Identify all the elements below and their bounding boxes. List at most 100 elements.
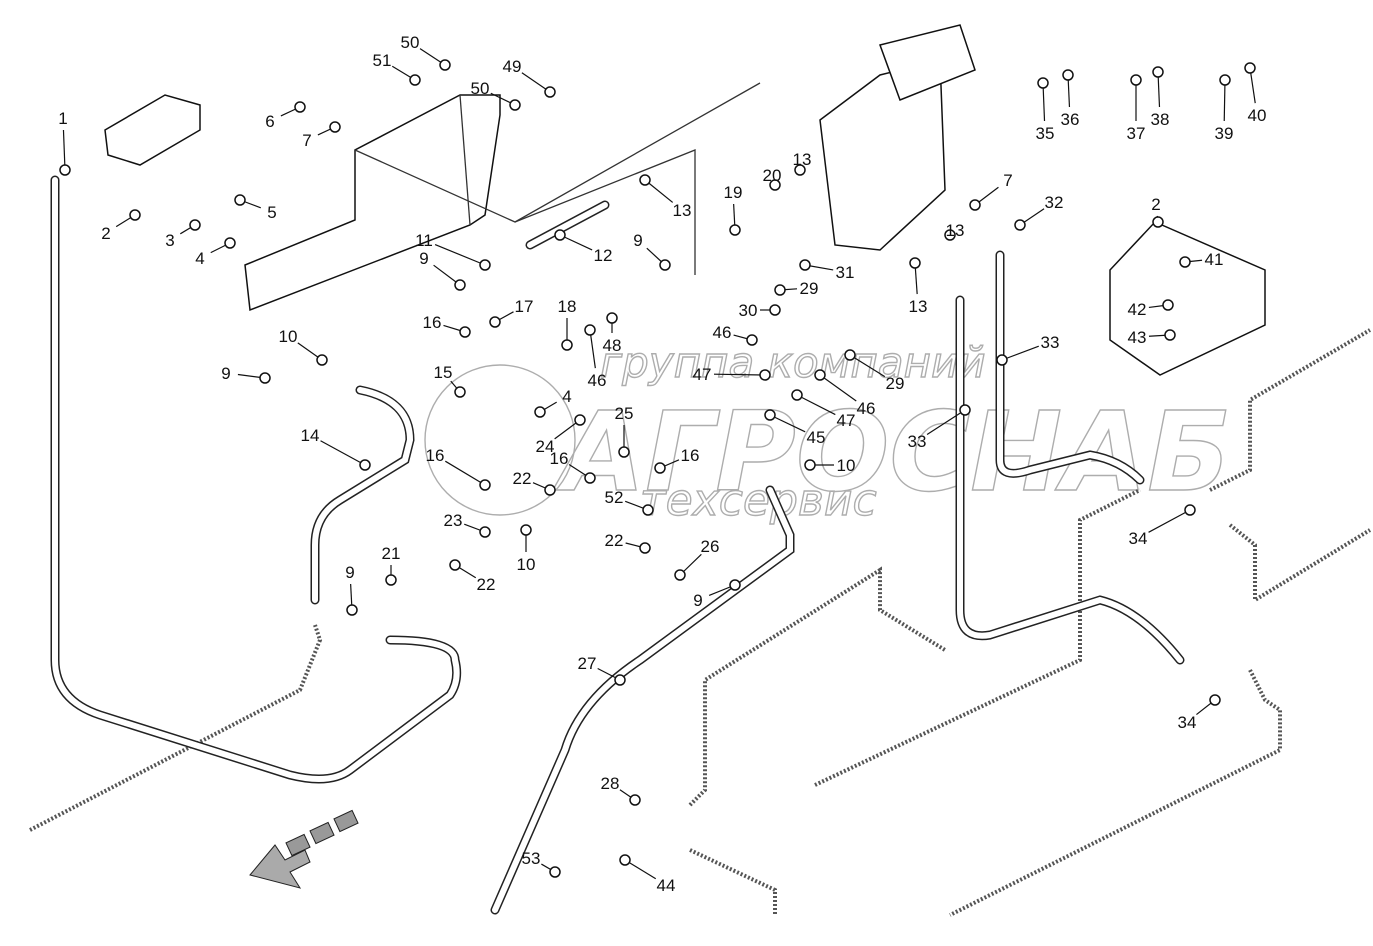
- leader-line: [926, 409, 966, 435]
- callout: 19: [724, 183, 743, 236]
- fitting-part: [844, 349, 856, 361]
- callout: 4: [534, 387, 572, 418]
- fitting-part: [1130, 74, 1142, 86]
- callout: 23: [444, 511, 491, 538]
- callout: 40: [1244, 62, 1267, 125]
- callout-number: 49: [503, 57, 522, 76]
- callout: 13: [639, 174, 692, 220]
- callout: 30: [739, 301, 781, 320]
- callout-number: 3: [165, 231, 174, 250]
- callout-number: 34: [1178, 713, 1197, 732]
- valve-block: [354, 24, 976, 275]
- callout: 42: [1128, 299, 1174, 319]
- callout: 13: [944, 221, 964, 241]
- callout-number: 14: [301, 426, 320, 445]
- callout: 16: [423, 313, 471, 338]
- callout-number: 23: [444, 511, 463, 530]
- callout-number: 10: [517, 555, 536, 574]
- callout: 47: [791, 389, 855, 430]
- callout: 51: [373, 51, 421, 86]
- callout: 22: [513, 469, 556, 496]
- fitting-part: [346, 604, 358, 616]
- leader-line: [1148, 509, 1191, 533]
- fitting-part: [1062, 69, 1074, 81]
- callout-number: 19: [724, 183, 743, 202]
- fitting-part: [799, 259, 811, 271]
- fitting-part: [618, 446, 630, 458]
- fitting-part: [439, 59, 451, 71]
- fitting-part: [359, 459, 371, 471]
- callout: 32: [1014, 193, 1063, 231]
- fitting-part: [554, 229, 566, 241]
- callout-number: 22: [605, 531, 624, 550]
- callout-number: 13: [673, 201, 692, 220]
- callout-number: 29: [800, 279, 819, 298]
- callout: 29: [774, 279, 819, 298]
- fitting-part: [746, 334, 758, 346]
- fitting-part: [642, 504, 654, 516]
- callout-number: 36: [1061, 110, 1080, 129]
- fitting-part: [619, 854, 631, 866]
- callout-number: 16: [550, 449, 569, 468]
- callout-number: 10: [279, 327, 298, 346]
- callout: 9: [419, 249, 466, 291]
- callout-number: 1: [58, 109, 67, 128]
- fitting-part: [454, 386, 466, 398]
- callout: 46: [814, 369, 875, 418]
- callout: 15: [434, 363, 466, 398]
- leader-line: [62, 129, 66, 171]
- callout-number: 35: [1036, 124, 1055, 143]
- callout-number: 37: [1127, 124, 1146, 143]
- fitting-part: [544, 484, 556, 496]
- fitting-part: [1244, 62, 1256, 74]
- callout-number: 4: [562, 387, 571, 406]
- callout-number: 46: [713, 323, 732, 342]
- callout-number: 7: [1003, 171, 1012, 190]
- leader-line: [624, 859, 657, 880]
- callout-number: 41: [1205, 250, 1224, 269]
- fitting-part: [479, 259, 491, 271]
- callout-number: 7: [302, 131, 311, 150]
- fitting-part: [996, 354, 1008, 366]
- front-direction-arrow-icon: [249, 809, 359, 889]
- callout-number: 40: [1248, 106, 1267, 125]
- watermark-line3: техсервис: [640, 475, 877, 526]
- callout: 7: [969, 171, 1013, 211]
- fitting-part: [479, 526, 491, 538]
- callout-number: 53: [522, 849, 541, 868]
- leader-line: [796, 394, 836, 416]
- fitting-part: [316, 354, 328, 366]
- callout-number: 52: [605, 488, 624, 507]
- callout: 28: [601, 774, 641, 806]
- callout: 13: [793, 150, 812, 176]
- callout-number: 9: [633, 231, 642, 250]
- callout-number: 33: [1041, 333, 1060, 352]
- callout-number: 50: [471, 79, 490, 98]
- callout: 16: [654, 446, 700, 474]
- callout: 5: [234, 194, 277, 222]
- watermark-line1: группа компаний: [600, 338, 986, 387]
- callout-number: 45: [807, 428, 826, 447]
- callout-number: 2: [1151, 195, 1160, 214]
- callout-number: 30: [739, 301, 758, 320]
- callout: 14: [301, 426, 371, 471]
- callout-number: 16: [423, 313, 442, 332]
- leader-line: [559, 234, 593, 251]
- fitting-part: [1179, 256, 1191, 268]
- callout: 7: [302, 121, 341, 150]
- callout: 18: [558, 297, 577, 351]
- callout: 17: [489, 297, 533, 328]
- fitting-part: [639, 542, 651, 554]
- callout: 43: [1128, 328, 1176, 347]
- callout: 47: [693, 365, 771, 384]
- callout-number: 20: [763, 166, 782, 185]
- callout: 9: [693, 579, 741, 610]
- callout-number: 13: [793, 150, 812, 169]
- fitting-part: [764, 409, 776, 421]
- callout: 9: [221, 364, 271, 384]
- callout-number: 16: [681, 446, 700, 465]
- callout: 12: [554, 229, 612, 265]
- callout-number: 18: [558, 297, 577, 316]
